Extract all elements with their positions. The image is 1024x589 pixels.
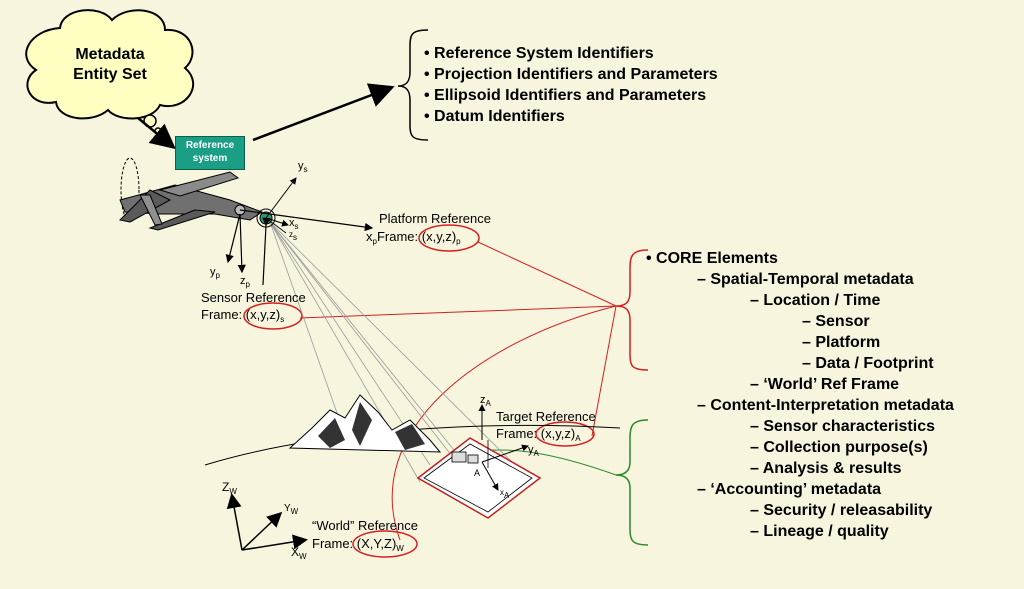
- axis-label-xA: xA: [500, 488, 510, 500]
- core-sensor: Sensor: [646, 311, 954, 332]
- world-frame-title: “World” Reference: [312, 518, 418, 533]
- core-security: Security / releasability: [646, 500, 954, 521]
- axis-label-ys: ys: [298, 160, 308, 174]
- target-link-line: [591, 305, 617, 437]
- ref-to-list-arrow: [252, 83, 395, 142]
- cloud-line-1: Metadata: [75, 46, 145, 63]
- target-frame-label: Frame: (x,y,z)A: [496, 426, 581, 447]
- core-elements-outline: CORE Elements Spatial-Temporal metadata …: [646, 248, 954, 542]
- sensor-pointer-line: [262, 217, 271, 286]
- world-frame-prefix: Frame:: [312, 536, 357, 551]
- axis-label-XW: XW: [291, 545, 307, 561]
- sensor-link-line: [299, 305, 617, 319]
- core-data: Data / Footprint: [646, 353, 954, 374]
- core-lineage: Lineage / quality: [646, 521, 954, 542]
- sensor-frame-label: Frame: (x,y,z)s: [201, 307, 284, 328]
- platform-axis-x-sub: p: [372, 237, 377, 246]
- cloud-to-ref-arrow: [137, 117, 176, 150]
- core-title: CORE Elements: [646, 248, 954, 269]
- core-accounting: ‘Accounting’ metadata: [646, 479, 954, 500]
- core-red-brace: [615, 249, 649, 371]
- reference-identifiers-list: Reference System Identifiers Projection …: [424, 43, 718, 127]
- platform-xp-axis: [239, 209, 374, 232]
- reference-box-line-2: system: [192, 153, 228, 164]
- reference-list-brace: [397, 29, 429, 141]
- target-frame-sub: A: [575, 434, 581, 443]
- platform-frame-prefix: Frame:: [376, 229, 422, 244]
- sensor-frame-sub: s: [280, 315, 285, 324]
- world-XW-axis: [241, 534, 308, 551]
- sensor-ys-axis: [265, 177, 297, 219]
- axis-label-xs: xs: [289, 217, 299, 231]
- world-frame-coords: (X,Y,Z): [356, 536, 397, 551]
- target-frame-oval: [535, 421, 595, 447]
- core-location: Location / Time: [646, 290, 954, 311]
- core-content: Content-Interpretation metadata: [646, 395, 954, 416]
- core-world: ‘World’ Ref Frame: [646, 374, 954, 395]
- platform-frame-coords: (x,y,z): [421, 229, 457, 244]
- world-frame-label: Frame: (X,Y,Z)W: [312, 536, 404, 557]
- axis-label-zp: zp: [240, 275, 250, 289]
- terrain-shading: [318, 402, 425, 450]
- world-link-line: [391, 305, 617, 541]
- list-item: Datum Identifiers: [424, 106, 718, 127]
- target-xA-axis: [481, 461, 499, 491]
- axis-label-YW: YW: [284, 503, 299, 516]
- cloud-line-2: Entity Set: [73, 66, 147, 83]
- reference-system-box: Reference system: [175, 136, 245, 170]
- reference-box-line-1: Reference: [185, 140, 235, 151]
- list-item: Reference System Identifiers: [424, 43, 718, 64]
- axis-label-ZW: ZW: [222, 480, 237, 496]
- axis-label-zA: zA: [480, 394, 491, 408]
- platform-yp-axis: [225, 213, 241, 264]
- uav-aircraft: [118, 157, 276, 231]
- platform-link-line: [477, 241, 617, 307]
- platform-zp-axis: [237, 213, 246, 274]
- core-platform: Platform: [646, 332, 954, 353]
- metadata-cloud: [25, 9, 195, 120]
- sensor-frame-title: Sensor Reference: [201, 290, 306, 305]
- target-frame-prefix: Frame:: [496, 426, 541, 441]
- footprint-area: [416, 437, 542, 519]
- core-sensor-char: Sensor characteristics: [646, 416, 954, 437]
- platform-axis-x: x: [366, 229, 373, 244]
- sensor-frame-prefix: Frame:: [201, 307, 246, 322]
- core-green-brace: [615, 419, 649, 546]
- platform-frame-sub: p: [456, 237, 461, 246]
- axis-label-yA: yA: [528, 444, 539, 458]
- axis-label-zs: zs: [289, 230, 297, 242]
- sensor-frame-coords: (x,y,z): [245, 307, 281, 322]
- sensor-frame-oval: [243, 302, 303, 330]
- target-frame-coords: (x,y,z): [540, 426, 576, 441]
- list-item: Projection Identifiers and Parameters: [424, 64, 718, 85]
- world-YW-axis: [241, 511, 283, 551]
- platform-frame-label: xpFrame: (x,y,z)p: [366, 229, 461, 250]
- axis-label-yp: yp: [210, 266, 220, 280]
- core-analysis: Analysis & results: [646, 458, 954, 479]
- target-buildings: [451, 440, 489, 468]
- world-frame-oval: [352, 530, 418, 558]
- platform-frame-oval: [418, 224, 480, 252]
- target-frame-title: Target Reference: [496, 409, 596, 424]
- target-yA-axis: [481, 444, 529, 463]
- world-ZW-axis: [226, 493, 243, 551]
- cloud-label: Metadata Entity Set: [62, 45, 158, 85]
- core-spatial: Spatial-Temporal metadata: [646, 269, 954, 290]
- list-item: Ellipsoid Identifiers and Parameters: [424, 85, 718, 106]
- axis-label-A: A: [474, 468, 481, 478]
- core-collection: Collection purpose(s): [646, 437, 954, 458]
- platform-frame-title: Platform Reference: [379, 211, 491, 226]
- world-frame-sub: W: [396, 544, 404, 553]
